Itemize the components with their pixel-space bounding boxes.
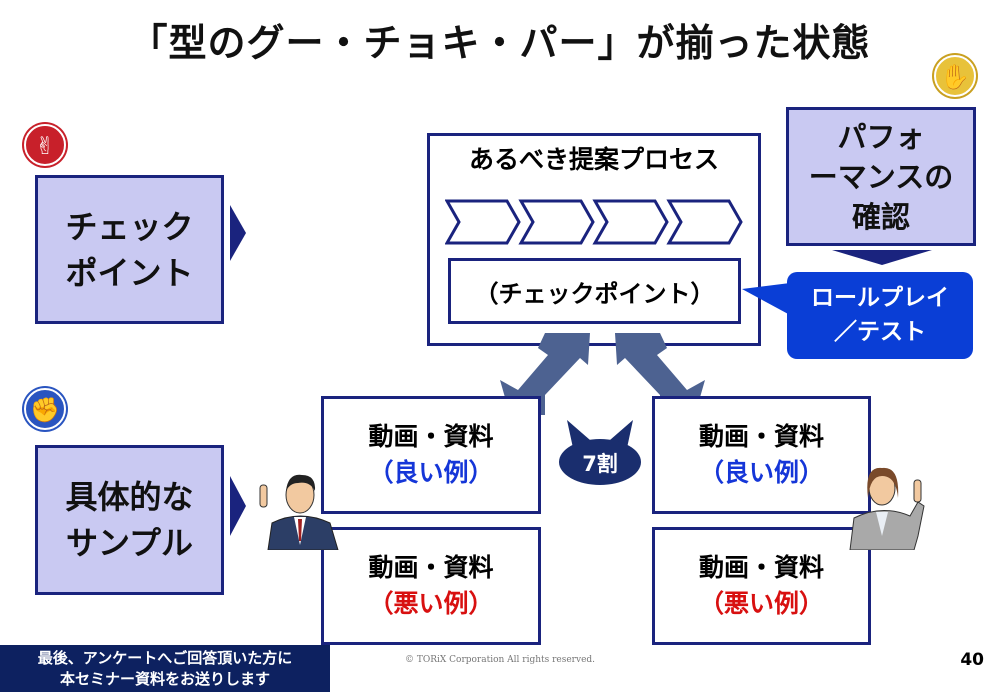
bidirectional-arrows <box>500 333 705 415</box>
rock-hand-icon: ✊ <box>24 388 66 430</box>
callout-line1: ロールプレイ <box>811 285 949 311</box>
sample-line1: 具体的な <box>65 478 194 516</box>
businesswoman-illustration <box>849 467 925 550</box>
sample-label: 動画・資料 <box>368 422 494 451</box>
sample-label: 動画・資料 <box>698 422 824 451</box>
sample-label: 動画・資料 <box>368 553 494 582</box>
performance-line2: ーマンスの <box>808 159 954 194</box>
sample-good-left: 動画・資料 （良い例） <box>321 396 541 514</box>
checkpoint-line1: チェック <box>65 207 194 246</box>
arrow-right-icon <box>230 205 246 261</box>
copyright: © TORiX Corporation All rights reserved. <box>404 655 596 665</box>
process-title: あるべき提案プロセス <box>468 145 719 174</box>
arrow-left-icon <box>500 333 590 415</box>
process-step-1 <box>445 199 521 245</box>
callout-line2: ／テスト <box>834 319 926 345</box>
sample-bad-label: （悪い例） <box>368 589 494 618</box>
checkpoint-box: チェック ポイント <box>35 175 224 324</box>
ratio-badge-shape <box>559 420 641 485</box>
peace-hand-icon: ✌ <box>24 124 66 166</box>
sample-good-right: 動画・資料 （良い例） <box>652 396 871 514</box>
businessman-illustration <box>259 474 339 550</box>
process-step-4 <box>666 199 743 245</box>
footer-line2: 本セミナー資料をお送りします <box>59 670 270 688</box>
process-step-2 <box>518 199 595 245</box>
performance-line1: パフォ <box>837 119 925 154</box>
process-steps <box>445 199 743 245</box>
performance-box: パフォ ーマンスの 確認 <box>786 107 976 246</box>
arrow-right-icon <box>615 333 705 415</box>
sample-line2: サンプル <box>65 524 194 562</box>
sample-good-label: （良い例） <box>368 458 494 487</box>
sample-bad-left: 動画・資料 （悪い例） <box>321 527 541 645</box>
sample-bad-right: 動画・資料 （悪い例） <box>652 527 871 645</box>
callout-tail <box>742 283 790 315</box>
arrow-right-icon <box>230 476 246 536</box>
roleplay-callout: ロールプレイ ／テスト <box>787 272 973 359</box>
checkpoint-line2: ポイント <box>65 253 194 292</box>
sample-good-label: （良い例） <box>698 458 824 487</box>
paper-hand-icon: ✋ <box>934 55 976 97</box>
process-checkpoint-box: （チェックポイント） <box>448 258 741 324</box>
page-number: 40 <box>960 650 984 670</box>
ratio-label: 7割 <box>582 452 618 476</box>
process-step-3 <box>592 199 669 245</box>
process-checkpoint-label: （チェックポイント） <box>474 279 715 308</box>
sample-bad-label: （悪い例） <box>698 589 824 618</box>
sample-label: 動画・資料 <box>698 553 824 582</box>
performance-line3: 確認 <box>851 199 910 234</box>
footer-banner: 最後、アンケートへご回答頂いた方に 本セミナー資料をお送りします <box>0 645 330 692</box>
arrow-down-icon <box>832 250 932 265</box>
slide-title: 「型のグー・チョキ・パー」が揃った状態 <box>129 21 871 65</box>
sample-box: 具体的な サンプル <box>35 445 224 595</box>
footer-line1: 最後、アンケートへご回答頂いた方に <box>37 649 293 667</box>
